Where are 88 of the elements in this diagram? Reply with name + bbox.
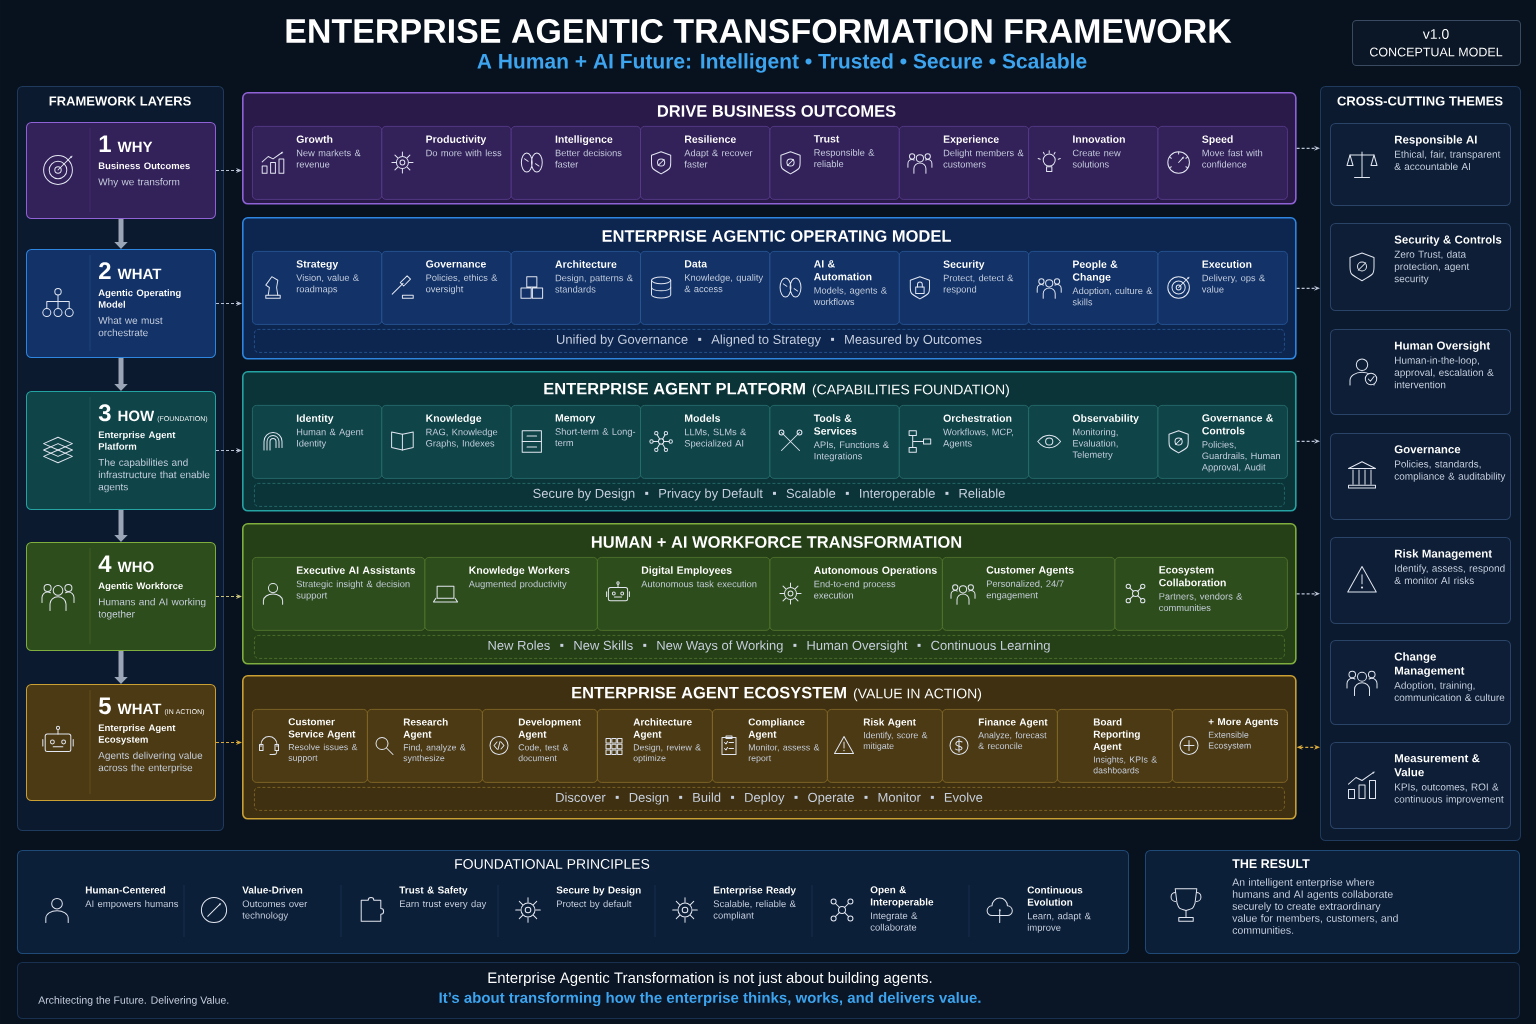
principle-strip: Secure by Design Privacy by Default Scalable Interoperable Reliable: [254, 483, 1285, 507]
capability-card: Development Agent Code, test & document: [482, 709, 598, 783]
capability-card: Data Knowledge, quality & access: [640, 251, 771, 325]
node-label: HOW: [118, 410, 155, 422]
capability-card: Autonomous Operations End-to-end process execution: [769, 557, 943, 631]
node-label: The capabilities and infrastructure that enable agents: [98, 458, 210, 493]
node-label: WHAT: [117, 268, 162, 279]
theme-card: Governance Policies, standards, compliance & auditability: [1330, 433, 1511, 520]
principle-strip: Unified by Governance Aligned to Strategy Measured by Outcomes: [254, 329, 1285, 353]
node-label: 4: [98, 555, 112, 572]
capability-card: Memory Short-term & Long-term: [510, 405, 641, 479]
node-label: What we must orchestrate: [98, 316, 163, 337]
capability-card: Execution Delivery, ops & value: [1157, 251, 1288, 325]
node-label: Why we transform: [98, 178, 180, 188]
layer-card: 4 WHO Agentic Workforce Humans and AI working together: [26, 542, 216, 651]
capability-card: Intelligence Better decisions faster: [510, 126, 641, 200]
theme-card: Security & Controls Zero Trust, data protection, agent security: [1330, 223, 1511, 311]
capability-card: Orchestration Workflows, MCP, Agents: [898, 405, 1030, 479]
layer-card: 1 WHY Business Outcomes Why we transform: [26, 122, 216, 219]
node-label: 5: [98, 697, 111, 715]
capability-card: AI & Automation Models, agents & workflows: [769, 251, 900, 325]
capability-card: Tools & Services APIs, Functions & Integrations: [769, 405, 900, 479]
principle-item: Human-Centered AI empowers humans: [85, 886, 179, 909]
theme-card: Responsible AI Ethical, fair, transparent & accountable AI: [1330, 123, 1511, 206]
node-label: Agentic Operating Model: [98, 289, 181, 308]
capability-card: Ecosystem Collaboration Partners, vendors & communities: [1114, 557, 1288, 631]
capability-card: Strategy Vision, value & roadmaps: [252, 251, 383, 325]
arrow: [1296, 145, 1320, 151]
version-box: v1.0 CONCEPTUAL MODEL: [1352, 20, 1521, 66]
capability-card: Speed Move fast with confidence: [1157, 126, 1288, 200]
arrow: [1296, 285, 1320, 291]
capability-card: Research Agent Find, analyze & synthesize: [367, 709, 483, 783]
arrow: [1296, 438, 1320, 444]
node-label: WHAT: [117, 703, 162, 714]
node-label: Humans and AI working together: [98, 598, 206, 620]
node-label: WHO: [117, 561, 154, 573]
capability-card: Knowledge RAG, Knowledge Graphs, Indexes: [381, 405, 512, 479]
theme-card: Measurement & Value KPIs, outcomes, ROI & continuous improvement: [1330, 742, 1511, 829]
node-label: 2: [99, 262, 111, 279]
node-label: WHY: [117, 141, 153, 152]
diagram-title: ENTERPRISE AGENTIC TRANSFORMATION FRAMEWORK: [286, 18, 1232, 44]
capability-card: Finance Agent Analyze, forecast & reconcile: [942, 709, 1058, 783]
result-panel: THE RESULT An intelligent enterprise where humans and AI agents collaborate securely to create extraordinary value for members, customers, and communities.: [1145, 850, 1520, 954]
capability-card: Resilience Adapt & recover faster: [640, 126, 771, 200]
node-label: Agents delivering value across the enterprise: [98, 751, 203, 774]
capability-card: Innovation Create new solutions: [1028, 126, 1159, 200]
capability-card: Board Reporting Agent Insights, KPIs & dashboards: [1057, 709, 1173, 783]
node-label: 1: [99, 135, 111, 152]
capability-card: Architecture Agent Design, review & optimize: [597, 709, 713, 783]
capability-card: Compliance Agent Monitor, assess & report: [712, 709, 828, 783]
capability-card: People & Change Adoption, culture & skills: [1028, 251, 1159, 325]
capability-card: Customer Service Agent Resolve issues & support: [252, 709, 368, 783]
principle-item: Value-Driven Outcomes over technology: [242, 886, 308, 921]
capability-card: Experience Delight members & customers: [898, 126, 1030, 200]
theme-card: Human Oversight Human-in-the-loop, approval, escalation & intervention: [1330, 329, 1511, 415]
node-label: Agentic Workforce: [98, 582, 183, 592]
capability-card: Architecture Design, patterns & standards: [510, 251, 641, 325]
layer-card: 2 WHAT Agentic Operating Model What we must orchestrate: [26, 249, 216, 358]
capability-card: Risk Agent Identify, score & mitigate: [827, 709, 943, 783]
theme-card: Change Management Adoption, training, communication & culture: [1330, 640, 1511, 725]
capability-card: Executive AI Assistants Strategic insight & decision support: [252, 557, 426, 631]
principle-item: Continuous Evolution Learn, adapt & improve: [1027, 886, 1091, 933]
label: A Human + AI Future: Intelligent • Trusted • Secure • Scalable: [477, 53, 1087, 73]
node-label: 3: [98, 404, 111, 422]
principle-item: Open & Interoperable Integrate & collaborate: [870, 886, 934, 931]
capability-card: Productivity Do more with less: [381, 126, 512, 200]
theme-card: Risk Management Identify, assess, respond & monitor AI risks: [1330, 537, 1511, 624]
principle-item: Enterprise Ready Scalable, reliable & compliant: [713, 886, 796, 921]
capability-card: Models LLMs, SLMs & Specialized AI: [640, 405, 771, 479]
node-label: Enterprise Agent Platform: [98, 431, 176, 450]
capability-card: Observability Monitoring, Evaluation, Telemetry: [1028, 405, 1159, 479]
footer-panel: Architecting the Future. Delivering Value. Enterprise Agentic Transformation is not just about building agents. It’s about transforming how the enterprise thinks, works, and delivers value.: [17, 962, 1520, 1019]
capability-card: Identity Human & Agent Identity: [252, 405, 383, 479]
capability-card: Knowledge Workers Augmented productivity: [424, 557, 598, 631]
capability-card: Governance Policies, ethics & oversight: [381, 251, 512, 325]
capability-card: Governance & Controls Policies, Guardrails, Human Approval, Audit: [1157, 405, 1288, 479]
principle-strip: New Roles New Skills New Ways of Working Human Oversight Continuous Learning: [254, 635, 1285, 659]
principle-strip: Discover Design Build Deploy Operate Monitor Evolve: [254, 787, 1285, 811]
capability-card: Growth New markets & revenue: [252, 126, 383, 200]
node-label: Enterprise Agent Ecosystem: [98, 724, 176, 745]
principle-item: Secure by Design Protect by default: [556, 886, 641, 909]
capability-card: Security Protect, detect & respond: [898, 251, 1030, 325]
capability-card: Customer Agents Personalized, 24/7 engagement: [942, 557, 1116, 631]
capability-card: + More Agents Extensible Ecosystem: [1172, 709, 1288, 783]
principle-item: Trust & Safety Earn trust every day: [399, 886, 487, 909]
capability-card: Trust Responsible & reliable: [769, 126, 900, 200]
capability-card: Digital Employees Autonomous task execution: [597, 557, 771, 631]
node-label: Business Outcomes: [98, 162, 190, 170]
